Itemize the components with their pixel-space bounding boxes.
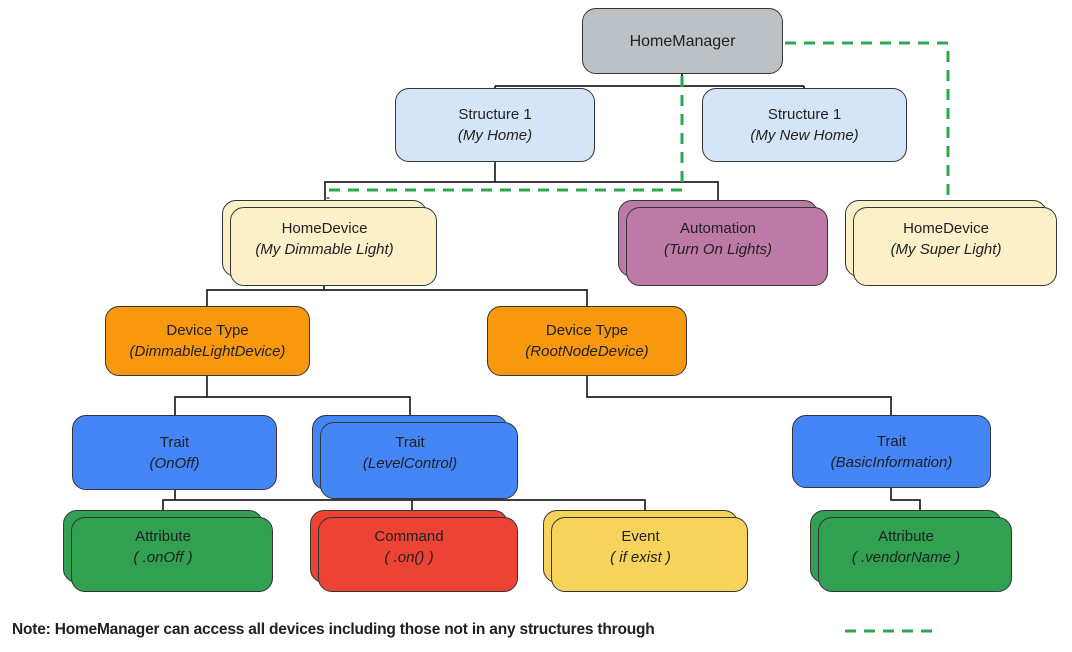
node-attribute-onoff: Attribute ( .onOff )	[63, 510, 263, 583]
node-subtitle: (OnOff)	[149, 454, 200, 472]
wire-traitbasicinfo-attribute	[890, 488, 921, 510]
node-title: HomeDevice	[903, 219, 989, 237]
wire-structure1-children	[324, 162, 719, 200]
node-title: Automation	[680, 219, 756, 237]
node-subtitle: (My New Home)	[750, 127, 859, 144]
dashed-connectors	[326, 41, 950, 633]
solid-connectors	[162, 74, 921, 510]
node-automation: Automation (Turn On Lights)	[618, 200, 818, 277]
node-title: Attribute	[878, 527, 934, 545]
node-device-type-dimmable: Device Type (DimmableLightDevice)	[105, 306, 310, 376]
note-text: Note: HomeManager can access all devices…	[12, 621, 655, 638]
node-title: Structure 1	[767, 106, 842, 123]
node-subtitle: (My Dimmable Light)	[255, 240, 394, 258]
dashed-homemanager-dimmablelight	[326, 76, 684, 199]
wire-homemanager-structures	[494, 74, 805, 88]
node-event-if-exist: Event ( if exist )	[543, 510, 738, 583]
node-title: Trait	[876, 432, 907, 450]
node-subtitle: (My Home)	[457, 127, 533, 144]
node-subtitle: (LevelControl)	[362, 454, 458, 472]
dashed-homemanager-superlight	[785, 41, 950, 199]
node-title: HomeManager	[629, 32, 736, 50]
node-title: Device Type	[545, 322, 629, 339]
wire-devicetype2-trait	[586, 376, 892, 415]
node-command-on: Command ( .on() )	[310, 510, 508, 583]
node-title: Attribute	[135, 527, 191, 545]
node-home-device-dimmable: HomeDevice (My Dimmable Light)	[222, 200, 427, 277]
node-title: Trait	[159, 433, 190, 451]
node-title: Device Type	[166, 322, 249, 339]
node-home-manager: HomeManager	[582, 8, 783, 74]
node-attribute-vendorname: Attribute ( .vendorName )	[810, 510, 1002, 583]
node-subtitle: ( if exist )	[610, 548, 671, 566]
node-trait-onoff: Trait (OnOff)	[72, 415, 277, 490]
node-structure-my-new-home: Structure 1 (My New Home)	[702, 88, 907, 162]
node-subtitle: (DimmableLightDevice)	[129, 343, 286, 360]
node-subtitle: (Turn On Lights)	[663, 240, 773, 258]
node-subtitle: (BasicInformation)	[830, 453, 953, 471]
node-subtitle: ( .onOff )	[133, 548, 193, 566]
node-home-device-super: HomeDevice (My Super Light)	[845, 200, 1047, 277]
node-subtitle: ( .on() )	[384, 548, 434, 566]
node-title: Command	[374, 527, 444, 545]
node-structure-my-home: Structure 1 (My Home)	[395, 88, 595, 162]
node-title: Structure 1	[458, 106, 532, 123]
wire-traitonoff-leaves	[162, 490, 646, 510]
node-subtitle: (My Super Light)	[890, 240, 1002, 258]
node-trait-levelcontrol: Trait (LevelControl)	[312, 415, 508, 490]
node-title: Event	[621, 527, 660, 545]
node-subtitle: ( .vendorName )	[851, 548, 961, 566]
node-title: Trait	[395, 433, 425, 451]
node-device-type-rootnode: Device Type (RootNodeDevice)	[487, 306, 687, 376]
node-trait-basicinformation: Trait (BasicInformation)	[792, 415, 991, 488]
node-title: HomeDevice	[281, 219, 368, 237]
wire-devicetype1-traits	[174, 376, 411, 415]
node-subtitle: (RootNodeDevice)	[525, 343, 649, 360]
